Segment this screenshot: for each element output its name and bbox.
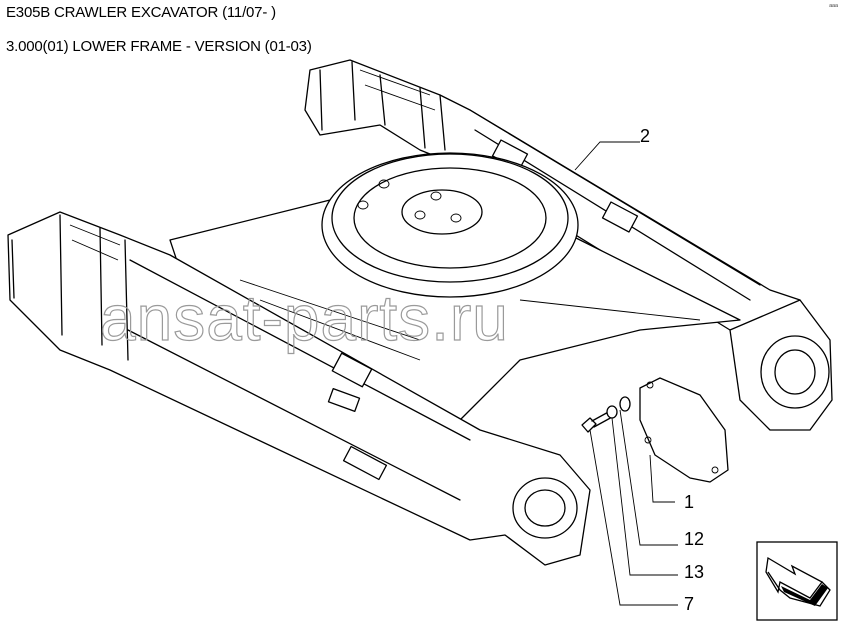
callout-13: 13 <box>684 562 704 582</box>
swing-bearing <box>321 152 579 298</box>
callout-1: 1 <box>684 492 694 512</box>
leader-line-2 <box>574 141 640 171</box>
cover-plate <box>639 377 729 483</box>
page-subtitle: 3.000(01) LOWER FRAME - VERSION (01-03) <box>6 38 312 55</box>
leader-line-12 <box>619 409 678 546</box>
callout-2: 2 <box>640 126 650 146</box>
next-page-arrow-icon[interactable] <box>756 541 838 621</box>
callout-12: 12 <box>684 529 704 549</box>
front-track-frame <box>7 211 591 566</box>
corner-mark: ᵃᵃᵃ <box>829 2 838 11</box>
leader-line-1 <box>649 454 675 503</box>
page-title: E305B CRAWLER EXCAVATOR (11/07- ) <box>6 4 276 21</box>
leader-line-7 <box>589 429 678 606</box>
flat-washer <box>619 396 631 412</box>
lock-washer <box>606 405 618 419</box>
callout-7: 7 <box>684 594 694 614</box>
watermark-text: ansat-parts.ru <box>100 282 509 354</box>
leader-line-13 <box>611 417 678 576</box>
rear-idler-end <box>729 299 833 431</box>
